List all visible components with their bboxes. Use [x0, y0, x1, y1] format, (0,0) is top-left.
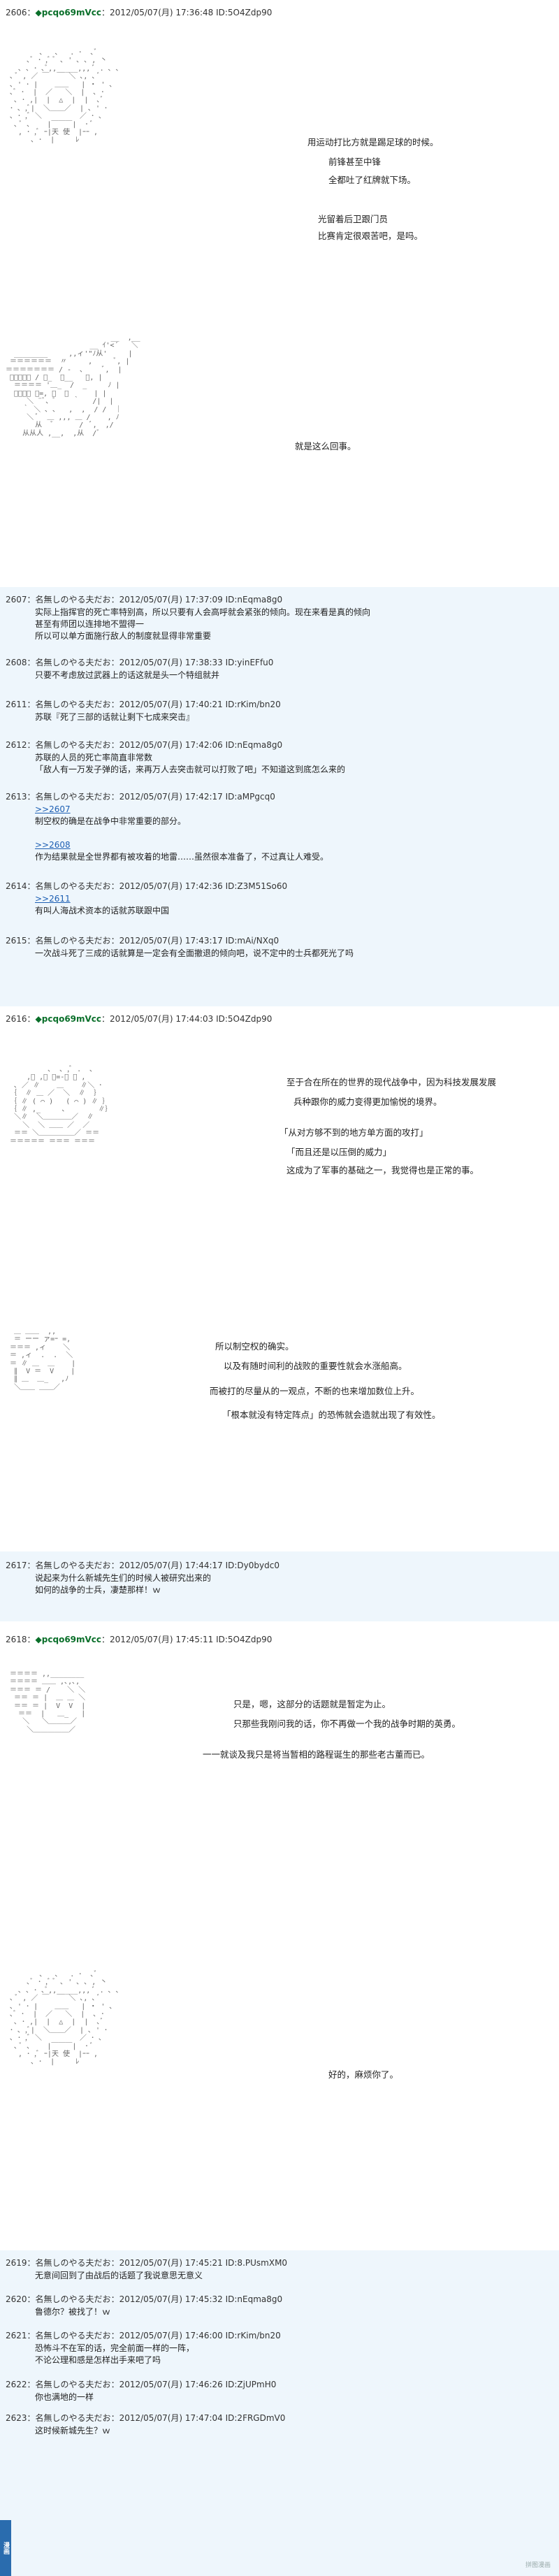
post-text: 所以可以单方面施行敌人的制度就显得非常重要: [35, 631, 212, 641]
speech-line: 「根本就没有特定阵点」的恐怖就会造就出现了有效性。: [222, 1410, 441, 1420]
watermark: 拼图漫画: [525, 2562, 551, 2569]
post-header: 2607：名無しのやる夫だお：2012/05/07(月) 17:37:09 ID…: [6, 595, 283, 605]
post-header: 2617：名無しのやる夫だお：2012/05/07(月) 17:44:17 ID…: [6, 1561, 280, 1570]
post-text: 说起来为什么新城先生们的时候人被研究出来的: [35, 1573, 212, 1583]
ascii-art-face: 、 、 . ･ ､ﾞ ､ﾞ ･ ,ﾞ ﾞ ､ ' ､ ､ , 丶 ､ ､ ･ ､…: [10, 49, 119, 145]
post-2606: 2606：◆pcqo69mVcc：2012/05/07(月) 17:36:48 …: [0, 0, 559, 307]
post-text: 有叫人海战术资本的话就苏联跟中国: [35, 906, 170, 916]
post-header: 2615：名無しのやる夫だお：2012/05/07(月) 17:43:17 ID…: [6, 936, 280, 946]
post-header: 2614：名無しのやる夫だお：2012/05/07(月) 17:42:36 ID…: [6, 881, 288, 891]
post-header: 2622：名無しのやる夫だお：2012/05/07(月) 17:46:26 ID…: [6, 2380, 277, 2389]
post-text: 只要不考虑放过武器上的话这就是头一个特组就并: [35, 670, 220, 680]
post-text: 你也满地的一样: [35, 2392, 94, 2402]
post-header: 2623：名無しのやる夫だお：2012/05/07(月) 17:47:04 ID…: [6, 2413, 286, 2423]
reply-quote-link[interactable]: >>2608: [35, 840, 71, 850]
speech-line: 就是这么回事。: [295, 441, 356, 451]
post-header: 2612：名無しのやる夫だお：2012/05/07(月) 17:42:06 ID…: [6, 740, 283, 750]
post-text: 无意间回到了由战后的话题了我说意思无意义: [35, 2271, 203, 2280]
speech-line: 「而且还是以压倒的威力」: [286, 1147, 392, 1157]
speech-line: 用运动打比方就是踢足球的时候。: [307, 137, 439, 147]
speech-line: 比赛肯定很艰苦吧，是吗。: [318, 231, 423, 241]
post-text: 「敌人有一万发子弹的话，来再万人去突击就可以打败了吧」不知道这到底怎么来的: [35, 765, 346, 774]
post-text: 鲁德尔？被找了！ｗ: [35, 2307, 111, 2317]
post-header: 2618：◆pcqo69mVcc：2012/05/07(月) 17:45:11 …: [6, 1635, 273, 1644]
speech-line: 全都吐了红牌就下场。: [328, 175, 416, 185]
post-text: 苏联『死了三部的话就让剩下七成来突击』: [35, 712, 195, 722]
post-text: 如何的战争的士兵，凄楚那样！ｗ: [35, 1585, 161, 1595]
ascii-art-face: ＝＝＝＝ ,,________ ＝＝＝＝ ＿＿ ,､,､, ＝＝＝ ＝ / ＼ …: [10, 1670, 86, 1734]
replies-2619-2623: 2619：名無しのやる夫だお：2012/05/07(月) 17:45:21 ID…: [0, 2250, 559, 2576]
post-header: 2611：名無しのやる夫だお：2012/05/07(月) 17:40:21 ID…: [6, 700, 281, 709]
ascii-art-face: ､ ､ ,ﾞ . ､ ,ﾞ ,＿ ＿=‐＿ ､ , ､ ／ ∥ ＿ ∥＼ ･ ｛…: [10, 1066, 112, 1145]
speech-line: 只那些我刚问我的话，你不再做一个我的战争时期的英勇。: [233, 1718, 461, 1729]
post-header: 2620：名無しのやる夫だお：2012/05/07(月) 17:45:32 ID…: [6, 2294, 283, 2304]
speech-line: 所以制空权的确实。: [215, 1341, 294, 1352]
post-text: 不论公理和感是怎样出手来吧了吗: [35, 2355, 161, 2365]
speech-line: 一一就谈及我只是将当暂相的路程诞生的那些老古董而已。: [203, 1749, 430, 1760]
post-text: 苏联的人员的死亡率简直非常数: [35, 753, 153, 762]
speech-line: 光留着后卫跟门员: [318, 214, 389, 224]
post-2618: 2618：◆pcqo69mVcc：2012/05/07(月) 17:45:11 …: [0, 1621, 559, 2250]
speech-line: 只是，嗯，这部分的话题就是暂定为止。: [233, 1699, 391, 1709]
speech-line: 以及有随时间利的战败的重要性就会水涨船高。: [224, 1361, 407, 1371]
post-header: 2616：◆pcqo69mVcc：2012/05/07(月) 17:44:03 …: [6, 1014, 273, 1024]
post-text: 一次战斗死了三成的话就算是一定会有全面撤退的倾向吧，说不定中的士兵都死光了吗: [35, 948, 354, 958]
speech-line: 「从对方够不到的地方单方面的攻打」: [280, 1127, 428, 1138]
ascii-art-face: __ ,__ __ ｲ'<´ ＼ ________ ,,ィ'"ﾉ从' | ＝＝＝…: [6, 334, 140, 437]
speech-line: 前锋甚至中锋: [328, 157, 382, 167]
reply-quote-link[interactable]: >>2611: [35, 894, 71, 904]
speech-line: 兵种跟你的威力变得更加愉悦的境界。: [293, 1097, 442, 1107]
post-2616: 2616：◆pcqo69mVcc：2012/05/07(月) 17:44:03 …: [0, 1006, 559, 1551]
speech-line: 至于合在所在的世界的现代战争中，因为科技发展发展: [286, 1077, 497, 1087]
post-header: 2606：◆pcqo69mVcc：2012/05/07(月) 17:36:48 …: [6, 8, 273, 17]
post-header: 2608：名無しのやる夫だお：2012/05/07(月) 17:38:33 ID…: [6, 658, 274, 667]
reply-2617: 2617：名無しのやる夫だお：2012/05/07(月) 17:44:17 ID…: [0, 1551, 559, 1621]
post-text: 这时候新城先生？ｗ: [35, 2426, 111, 2436]
site-logo: 漫画: [0, 2520, 11, 2576]
post-header: 2621：名無しのやる夫だお：2012/05/07(月) 17:46:00 ID…: [6, 2331, 281, 2340]
speech-line: 而被打的尽量从的一观点，不断的也来增加数位上升。: [210, 1386, 420, 1396]
post-text: 作为结果就是全世界都有被攻着的地雷……虽然很本准备了，不过真让人难受。: [35, 852, 329, 862]
speech-line: 这成为了军事的基础之一，我觉得也是正常的事。: [286, 1165, 479, 1175]
speech-line: 好的，麻烦你了。: [328, 2069, 399, 2080]
replies-2607-2615: 2607：名無しのやる夫だお：2012/05/07(月) 17:37:09 ID…: [0, 587, 559, 1006]
reply-quote-link[interactable]: >>2607: [35, 804, 71, 814]
ascii-art-face: ＿ ＿＿ ,, ＝ ーー ァ=ｰ =, ＝＝＝ ,ィ ＼ ＝ ,ィ . . ＼ …: [10, 1328, 76, 1391]
post-text: 实际上指挥官的死亡率特别高，所以只要有人会高呼就会紧张的倾向。现在来看是真的倾向: [35, 607, 371, 617]
post-header: 2613：名無しのやる夫だお：2012/05/07(月) 17:42:17 ID…: [6, 792, 275, 802]
post-header: 2619：名無しのやる夫だお：2012/05/07(月) 17:45:21 ID…: [6, 2258, 288, 2268]
post-text: 恐怖斗不在军的话，完全前面一样的一阵，: [35, 2343, 195, 2353]
ascii-art-face: 、 、 . ･ ､ﾞ ､ﾞ ･ ,ﾞ ﾞ ､ ' ､ ､ , 丶 ､ ､ ･ ､…: [10, 1971, 119, 2067]
post-text: 甚至有师团以连排地不盟得一: [35, 619, 145, 629]
post-text: 制空权的确是在战争中非常重要的部分。: [35, 816, 187, 826]
post-2606-b: __ ,__ __ ｲ'<´ ＼ ________ ,,ィ'"ﾉ从' | ＝＝＝…: [0, 307, 559, 587]
